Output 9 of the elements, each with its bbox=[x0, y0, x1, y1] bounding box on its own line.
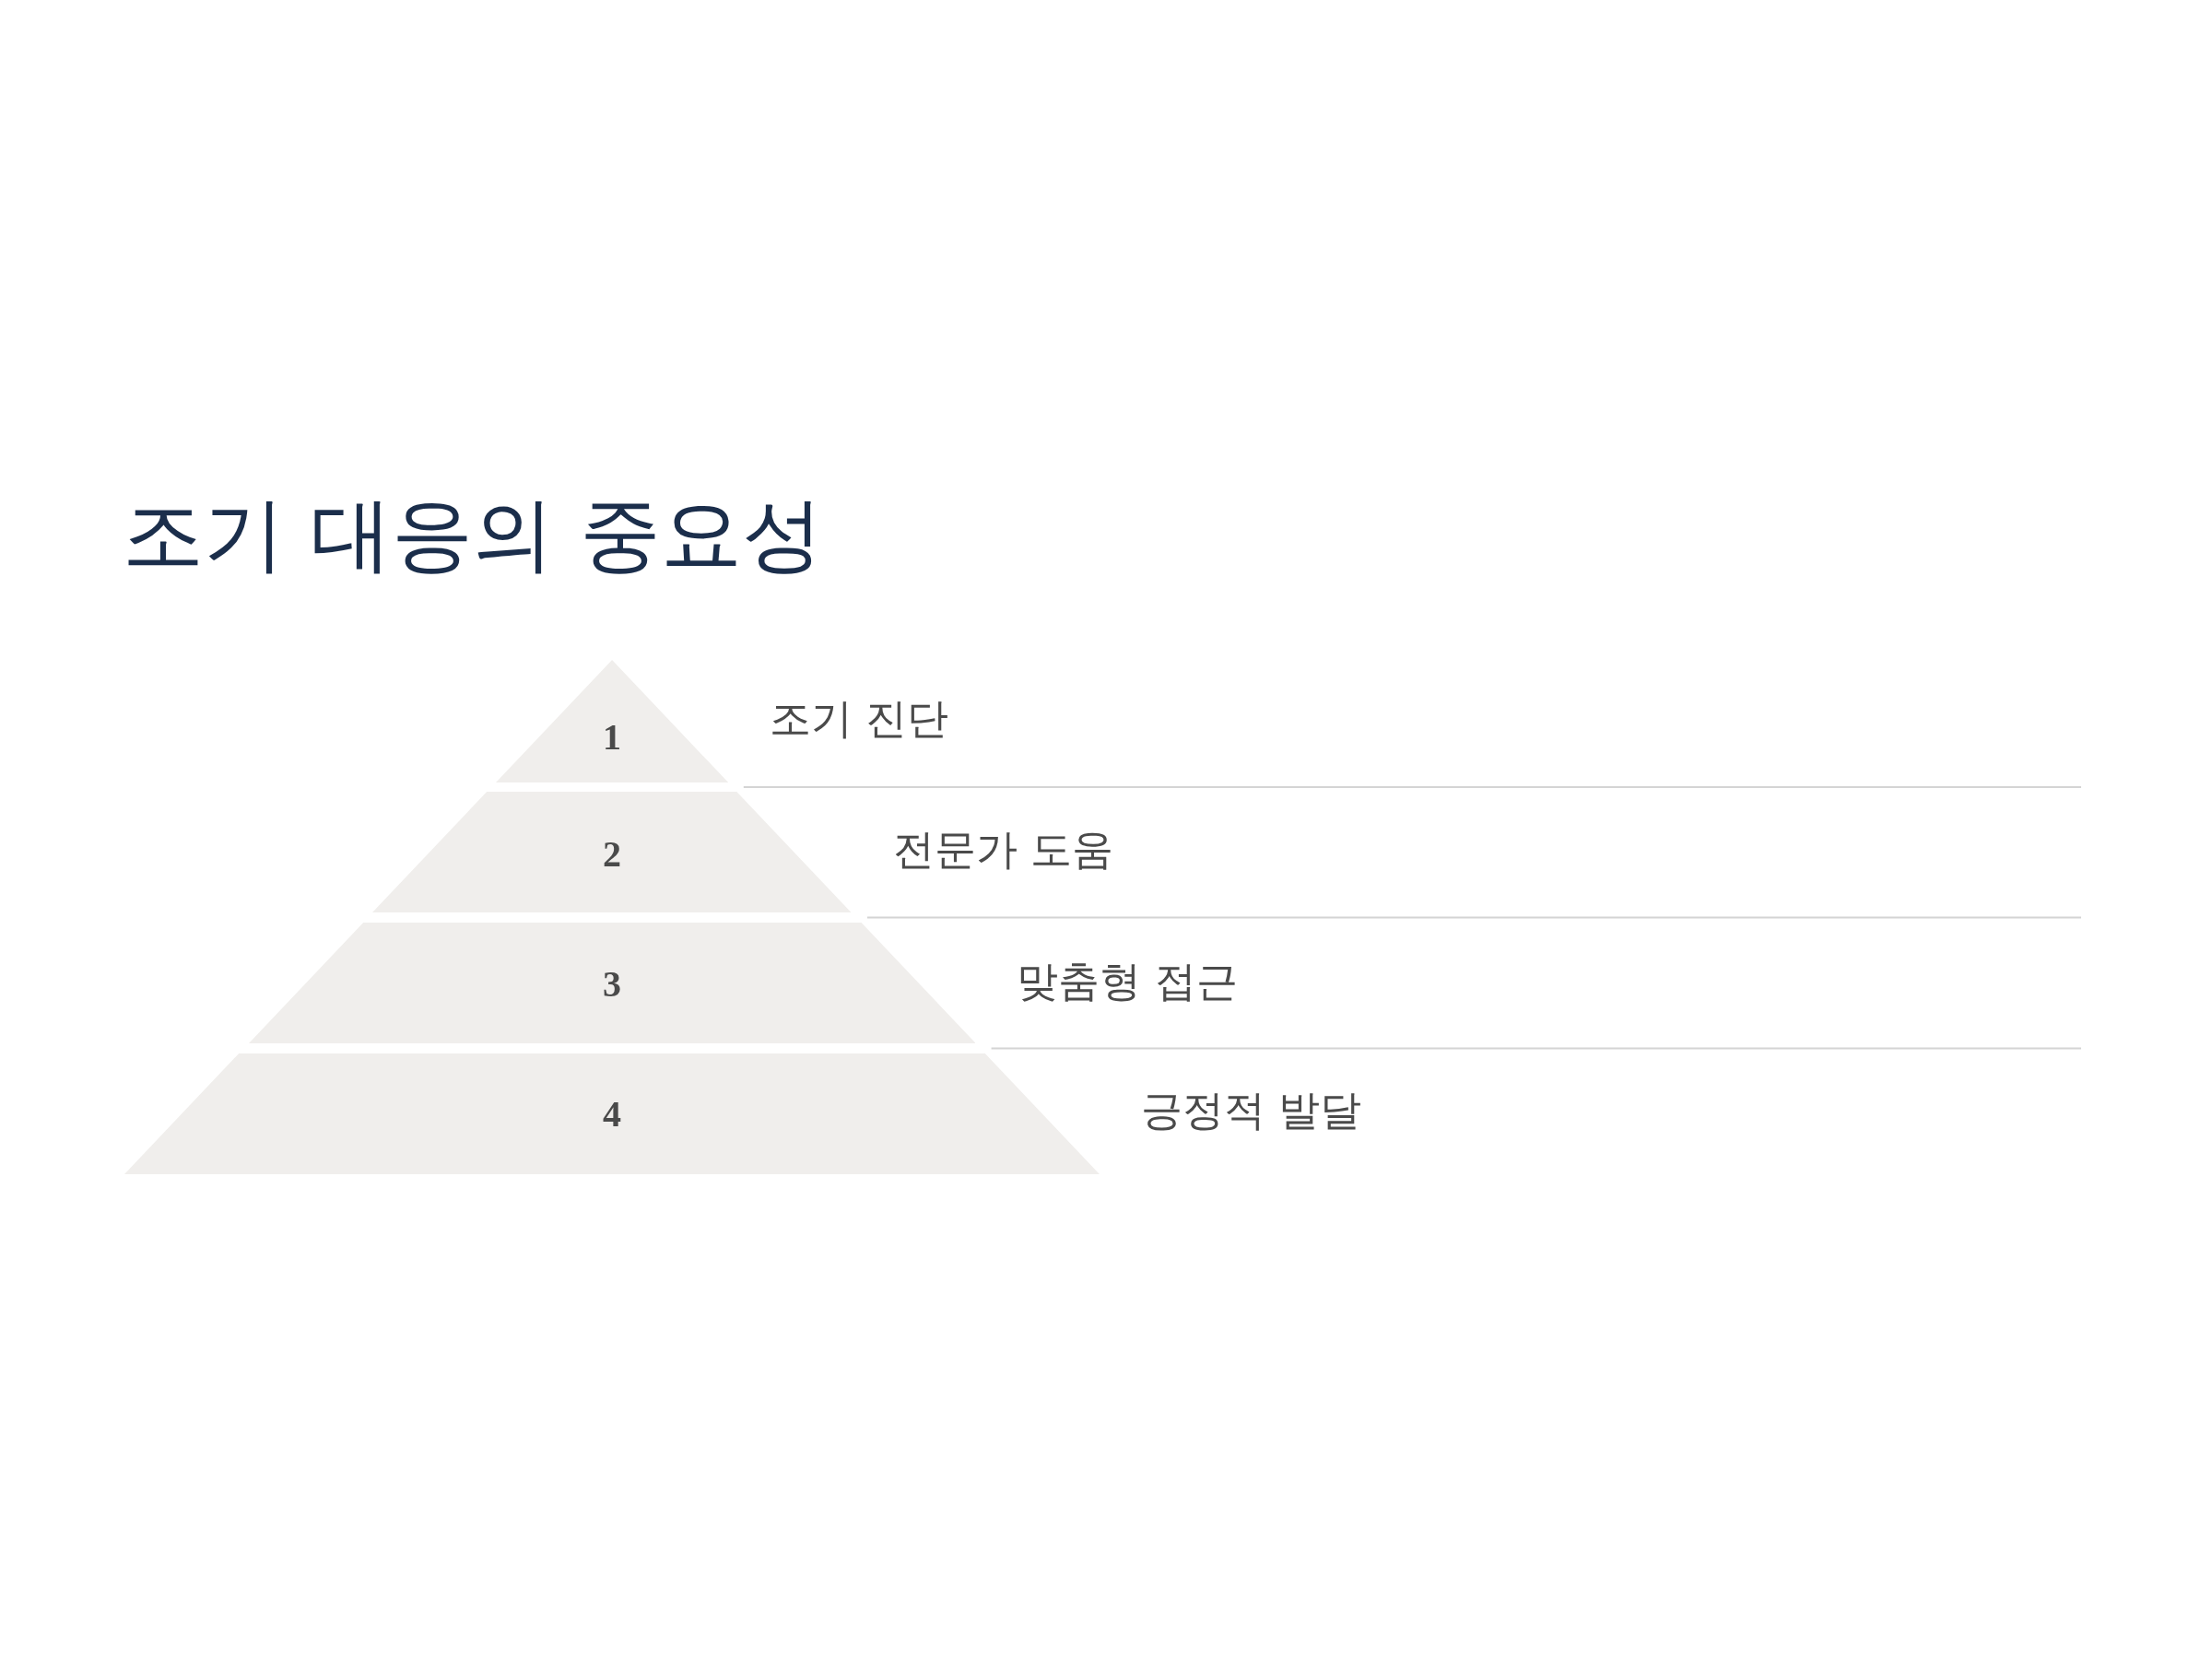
tier-number: 1 bbox=[603, 719, 621, 756]
tier-number: 3 bbox=[603, 966, 621, 1003]
tier-number: 2 bbox=[603, 836, 621, 873]
tier-label: 조기 진단 bbox=[770, 698, 949, 739]
tier-label: 긍정적 발달 bbox=[1140, 1089, 1362, 1131]
tier-label: 맞춤형 접근 bbox=[1017, 960, 1238, 1002]
tier-number: 4 bbox=[603, 1096, 621, 1133]
tier-label: 전문가 도움 bbox=[892, 829, 1114, 870]
title: 조기 대응의 중요성 bbox=[123, 494, 823, 575]
